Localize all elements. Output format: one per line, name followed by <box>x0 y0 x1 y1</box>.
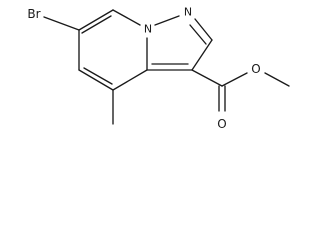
bond-c4-c3a <box>112 69 148 91</box>
chemical-structure: Br N N O O <box>27 6 290 131</box>
bond-n-bridge-n2 <box>154 15 180 26</box>
bond-n2-c2 <box>194 18 213 41</box>
bond-c2-c3 <box>191 39 213 71</box>
bond-o-ester-methyl <box>264 72 290 87</box>
bond-c5-c4 <box>78 69 114 91</box>
bond-c6-br <box>43 16 80 31</box>
bond-c7-c6-inner <box>81 15 112 34</box>
bond-c5-c4-inner <box>83 67 113 85</box>
carbonyl-oxygen-label: O <box>217 117 226 131</box>
bromine-label: Br <box>27 7 40 21</box>
nitrogen-2-label: N <box>184 6 192 19</box>
bond-n-bridge-c7 <box>112 9 141 26</box>
bond-carbonyl-o-ester <box>221 72 248 87</box>
nitrogen-bridgehead-label: N <box>144 23 152 36</box>
bond-n2-c2-inner <box>189 24 207 45</box>
bond-c3-carbonyl <box>191 69 223 87</box>
ester-oxygen-label: O <box>251 62 260 76</box>
bond-c7-c6 <box>78 9 114 31</box>
